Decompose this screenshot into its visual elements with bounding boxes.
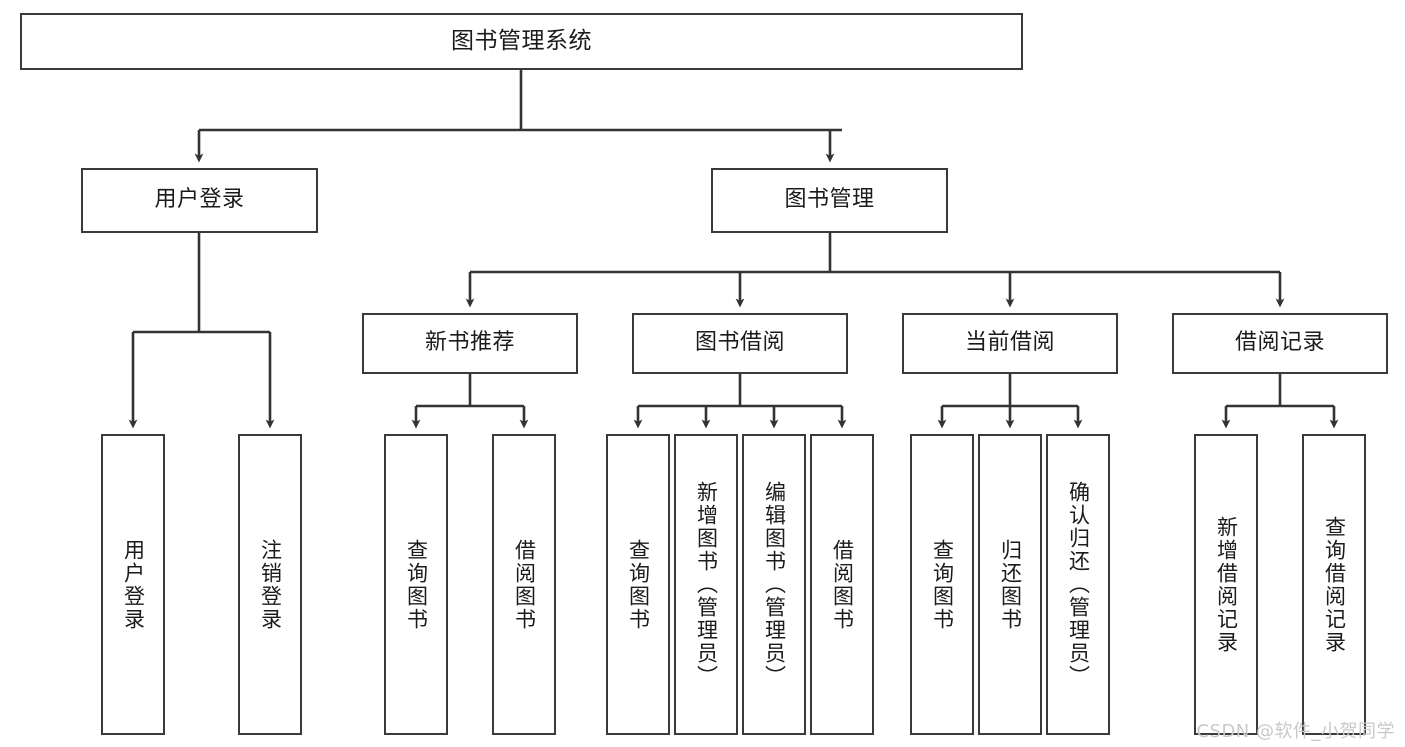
- node-label: 当前借阅: [964, 330, 1055, 356]
- node-leaf-edit-book[interactable]: 编辑图书（管理员）: [742, 434, 806, 735]
- node-user-login[interactable]: 用户登录: [81, 168, 318, 233]
- node-leaf-query-book-2[interactable]: 查询图书: [606, 434, 670, 735]
- node-leaf-return-book[interactable]: 归还图书: [978, 434, 1042, 735]
- node-label: 图书借阅: [694, 330, 785, 356]
- csdn-watermark: CSDN @软件_小贺同学: [1196, 721, 1395, 742]
- node-leaf-borrow-book-1[interactable]: 借阅图书: [492, 434, 556, 735]
- node-book-borrow[interactable]: 图书借阅: [632, 313, 848, 374]
- node-label: 借阅图书: [512, 538, 537, 631]
- node-leaf-query-book-1[interactable]: 查询图书: [384, 434, 448, 735]
- node-leaf-query-record[interactable]: 查询借阅记录: [1302, 434, 1366, 735]
- node-label: 图书管理: [784, 187, 875, 213]
- node-label: 新增借阅记录: [1214, 515, 1239, 654]
- node-current-borrow[interactable]: 当前借阅: [902, 313, 1118, 374]
- node-leaf-confirm-return[interactable]: 确认归还（管理员）: [1046, 434, 1110, 735]
- node-label: 新增图书（管理员）: [694, 481, 719, 688]
- node-leaf-user-login[interactable]: 用户登录: [101, 434, 165, 735]
- node-root-system[interactable]: 图书管理系统: [20, 13, 1023, 70]
- node-label: 查询图书: [626, 538, 651, 631]
- node-label: 查询图书: [404, 538, 429, 631]
- node-label: 用户登录: [154, 187, 245, 213]
- node-leaf-user-logout[interactable]: 注销登录: [238, 434, 302, 735]
- node-label: 借阅图书: [830, 538, 855, 631]
- node-book-manage[interactable]: 图书管理: [711, 168, 948, 233]
- node-label: 查询借阅记录: [1322, 515, 1347, 654]
- node-label: 注销登录: [258, 538, 283, 631]
- node-label: 归还图书: [998, 538, 1023, 631]
- node-leaf-add-record[interactable]: 新增借阅记录: [1194, 434, 1258, 735]
- node-label: 图书管理系统: [451, 27, 592, 54]
- node-label: 新书推荐: [424, 330, 515, 356]
- node-label: 编辑图书（管理员）: [762, 481, 787, 688]
- node-label: 确认归还（管理员）: [1066, 481, 1091, 688]
- node-new-book-recommend[interactable]: 新书推荐: [362, 313, 578, 374]
- node-label: 用户登录: [121, 538, 146, 631]
- node-label: 查询图书: [930, 538, 955, 631]
- node-leaf-add-book[interactable]: 新增图书（管理员）: [674, 434, 738, 735]
- node-leaf-borrow-book-2[interactable]: 借阅图书: [810, 434, 874, 735]
- node-label: 借阅记录: [1234, 330, 1325, 356]
- node-leaf-query-book-3[interactable]: 查询图书: [910, 434, 974, 735]
- node-borrow-record[interactable]: 借阅记录: [1172, 313, 1388, 374]
